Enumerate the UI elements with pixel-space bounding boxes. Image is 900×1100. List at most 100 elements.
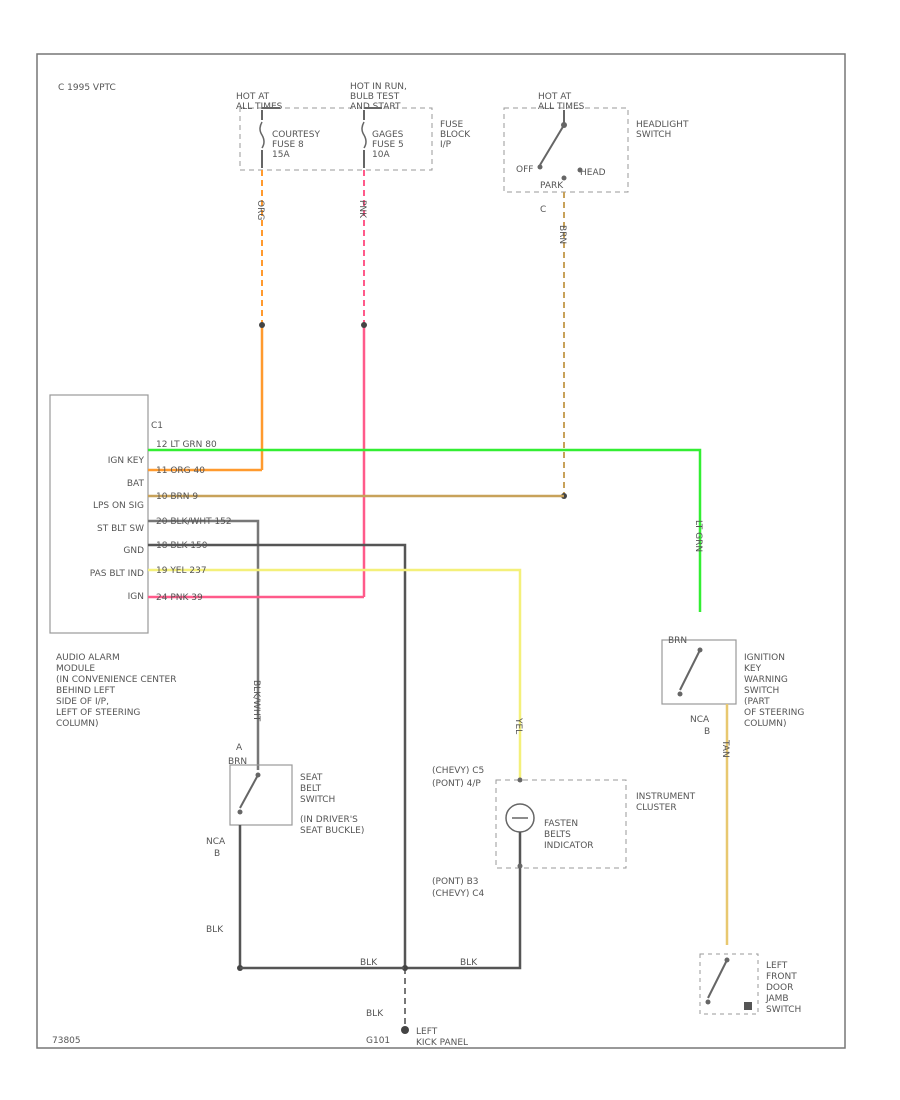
svg-text:C1: C1 [151, 421, 163, 431]
svg-text:SWITCH: SWITCH [300, 795, 335, 805]
svg-text:(CHEVY) C4: (CHEVY) C4 [432, 889, 485, 899]
svg-text:24 PNK 39: 24 PNK 39 [156, 593, 203, 603]
svg-text:15A: 15A [272, 150, 290, 160]
svg-text:B: B [214, 849, 220, 859]
ground-icon [401, 1026, 409, 1034]
figure-id: 73805 [52, 1036, 81, 1046]
svg-text:18 BLK 150: 18 BLK 150 [156, 541, 208, 551]
svg-text:A: A [236, 743, 243, 753]
tag-lt-grn: LT GRN [693, 520, 703, 552]
svg-text:SWITCH: SWITCH [636, 130, 671, 140]
svg-text:FUSE 5: FUSE 5 [372, 140, 404, 150]
svg-text:COURTESY: COURTESY [272, 130, 320, 140]
svg-text:12 LT GRN 80: 12 LT GRN 80 [156, 440, 217, 450]
svg-text:LEFT OF STEERING: LEFT OF STEERING [56, 708, 140, 718]
tag-pnk: PNK [357, 200, 367, 219]
tag-blk-cluster: BLK [460, 958, 478, 968]
svg-text:IGN: IGN [128, 592, 144, 602]
svg-text:WARNING: WARNING [744, 675, 788, 685]
svg-text:ST BLT SW: ST BLT SW [97, 524, 144, 534]
diagram-border [36, 53, 846, 1049]
tag-tan: TAN [720, 739, 730, 758]
svg-text:COLUMN): COLUMN) [744, 719, 787, 729]
tag-brn: BRN [557, 225, 567, 244]
svg-text:BLK: BLK [366, 1009, 384, 1019]
svg-text:PAS BLT IND: PAS BLT IND [90, 569, 144, 579]
svg-text:BLOCK: BLOCK [440, 130, 471, 140]
tag-blk-seat: BLK [206, 925, 224, 935]
svg-text:FUSE: FUSE [440, 120, 463, 130]
svg-text:(PONT) 4/P: (PONT) 4/P [432, 779, 481, 789]
audio-alarm-module: C1 IGN KEY BAT LPS ON SIG ST BLT SW GND … [49, 394, 176, 729]
svg-text:LPS ON SIG: LPS ON SIG [93, 501, 144, 511]
tag-org: ORG [255, 200, 265, 220]
svg-text:BRN: BRN [228, 757, 247, 767]
svg-text:BELT: BELT [300, 784, 322, 794]
svg-text:G101: G101 [366, 1036, 390, 1046]
svg-text:GAGES: GAGES [372, 130, 404, 140]
svg-text:(PONT) B3: (PONT) B3 [432, 877, 479, 887]
svg-text:AUDIO ALARM: AUDIO ALARM [56, 653, 120, 663]
svg-text:20 BLK/WHT 152: 20 BLK/WHT 152 [156, 517, 232, 527]
svg-text:10A: 10A [372, 150, 390, 160]
svg-text:SIDE OF I/P,: SIDE OF I/P, [56, 697, 109, 707]
svg-text:HEADLIGHT: HEADLIGHT [636, 120, 689, 130]
svg-text:11 ORG 40: 11 ORG 40 [156, 466, 205, 476]
svg-text:BAT: BAT [127, 479, 145, 489]
tag-blk-wht: BLK/WHT [251, 680, 261, 722]
svg-text:MODULE: MODULE [56, 664, 95, 674]
svg-text:SWITCH: SWITCH [766, 1005, 801, 1015]
svg-text:I/P: I/P [440, 140, 452, 150]
tag-yel: YEL [513, 717, 523, 734]
door-jamb-switch: LEFT FRONT DOOR JAMB SWITCH [699, 953, 801, 1015]
svg-text:ALL TIMES: ALL TIMES [236, 102, 283, 112]
svg-text:BRN: BRN [668, 636, 687, 646]
svg-text:COLUMN): COLUMN) [56, 719, 99, 729]
seat-belt-switch: A BRN SEAT BELT SWITCH (IN DRIVER'S SEAT… [206, 743, 364, 859]
fuse-block: HOT AT ALL TIMES HOT IN RUN, BULB TEST A… [236, 82, 471, 171]
svg-text:HEAD: HEAD [580, 168, 606, 178]
svg-text:BELTS: BELTS [544, 830, 571, 840]
copyright-label: C 1995 VPTC [58, 83, 116, 93]
svg-text:(PART: (PART [744, 697, 770, 707]
svg-text:B: B [704, 727, 710, 737]
instrument-cluster: (CHEVY) C5 (PONT) 4/P INSTRUMENT CLUSTER… [432, 766, 696, 899]
svg-text:FRONT: FRONT [766, 972, 797, 982]
svg-text:19 YEL 237: 19 YEL 237 [156, 566, 207, 576]
tag-blk-ground: BLK [360, 958, 378, 968]
svg-text:SEAT BUCKLE): SEAT BUCKLE) [300, 826, 364, 836]
svg-text:IGN KEY: IGN KEY [108, 456, 145, 466]
svg-text:PARK: PARK [540, 181, 564, 191]
svg-text:SWITCH: SWITCH [744, 686, 779, 696]
svg-text:CLUSTER: CLUSTER [636, 803, 677, 813]
ignition-key-warning-switch: BRN IGNITION KEY WARNING SWITCH (PART OF… [661, 636, 804, 737]
svg-text:ALL TIMES: ALL TIMES [538, 102, 585, 112]
svg-text:LEFT: LEFT [766, 961, 788, 971]
svg-text:GND: GND [123, 546, 144, 556]
svg-text:(CHEVY) C5: (CHEVY) C5 [432, 766, 484, 776]
svg-text:HOT AT: HOT AT [236, 92, 270, 102]
svg-text:IGNITION: IGNITION [744, 653, 785, 663]
module-wires [148, 448, 702, 968]
svg-text:HOT AT: HOT AT [538, 92, 572, 102]
svg-text:NCA: NCA [690, 715, 710, 725]
svg-text:JAMB: JAMB [765, 994, 789, 1004]
svg-text:INSTRUMENT: INSTRUMENT [636, 792, 696, 802]
wire-labels: 12 LT GRN 80 11 ORG 40 10 BRN 9 20 BLK/W… [156, 440, 232, 603]
svg-text:SEAT: SEAT [300, 773, 323, 783]
svg-text:FUSE 8: FUSE 8 [272, 140, 304, 150]
svg-text:(IN DRIVER'S: (IN DRIVER'S [300, 815, 358, 825]
svg-text:FASTEN: FASTEN [544, 819, 578, 829]
svg-text:LEFT: LEFT [416, 1027, 438, 1037]
svg-text:C: C [540, 205, 546, 215]
svg-text:KEY: KEY [744, 664, 762, 674]
svg-text:OFF: OFF [516, 165, 533, 175]
svg-text:(IN CONVENIENCE CENTER: (IN CONVENIENCE CENTER [56, 675, 176, 685]
svg-text:10 BRN 9: 10 BRN 9 [156, 492, 198, 502]
svg-text:NCA: NCA [206, 837, 226, 847]
svg-text:HOT IN RUN,: HOT IN RUN, [350, 82, 407, 92]
svg-text:BULB TEST: BULB TEST [350, 92, 400, 102]
headlight-switch: HOT AT ALL TIMES HEADLIGHT SWITCH OFF HE… [503, 92, 689, 215]
svg-text:INDICATOR: INDICATOR [544, 841, 594, 851]
